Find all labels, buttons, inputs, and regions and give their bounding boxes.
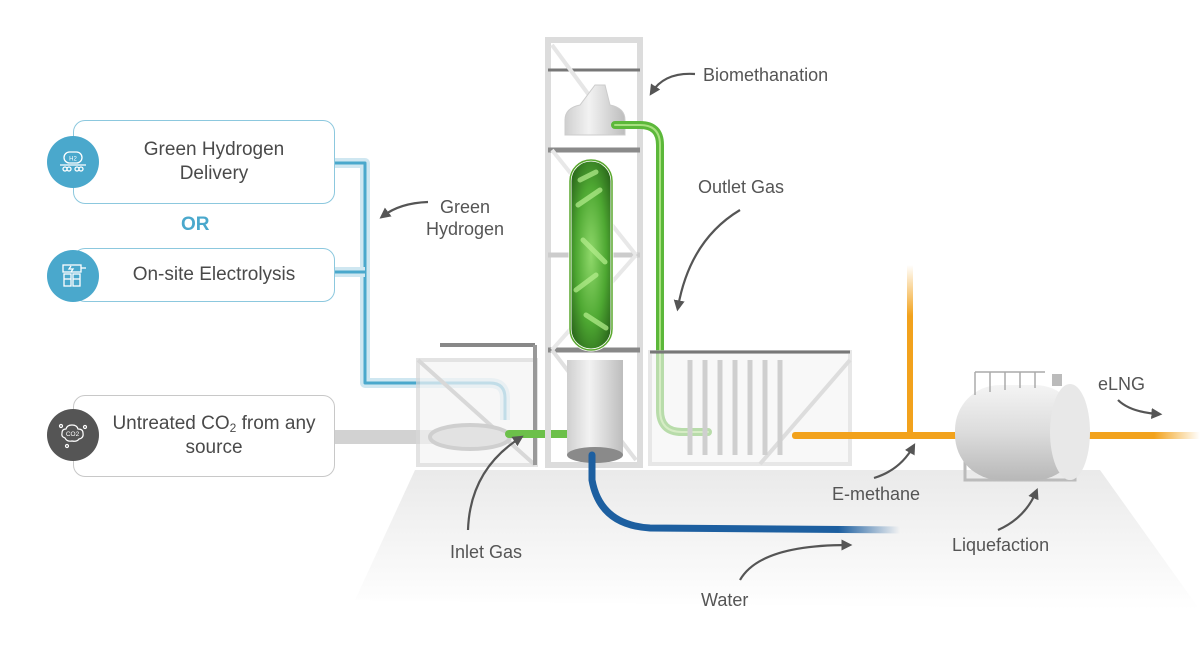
bioreactor-window	[568, 158, 614, 352]
e-methane-label: E-methane	[832, 484, 921, 504]
floor-shadow	[355, 470, 1200, 610]
inlet-gas-arrow	[466, 435, 524, 531]
outlet-gas-arrow	[673, 209, 741, 312]
liquefaction-arrow	[997, 487, 1039, 532]
liquefaction-label: Liquefaction	[952, 535, 1050, 555]
elng-label: eLNG	[1098, 374, 1146, 394]
hydrogen-tanker-icon: H2	[47, 136, 99, 188]
onsite-electrolysis-box: On-site Electrolysis	[73, 248, 335, 302]
e-methane-riser	[907, 265, 913, 435]
separation-skid	[648, 350, 852, 466]
biomethanation-label: Biomethanation	[703, 65, 829, 85]
annotation-arrows	[379, 72, 1163, 581]
biomethanation-arrow	[649, 72, 696, 96]
e-methane-pipe	[792, 432, 962, 439]
water-pipe	[588, 451, 904, 534]
e-methane-arrow	[873, 443, 916, 480]
green-hydrogen-delivery-label: Green Hydrogen Delivery	[143, 139, 285, 184]
water-label: Water	[701, 590, 749, 610]
electrolyzer-icon	[47, 250, 99, 302]
green-hydrogen-delivery-box: Green Hydrogen Delivery	[73, 120, 335, 204]
untreated-co2-label: Untreated CO2 from any source	[112, 413, 316, 458]
green-hydrogen-label: Green Hydrogen	[425, 197, 505, 239]
onsite-electrolysis-label: On-site Electrolysis	[132, 264, 296, 285]
liquefaction-tank	[955, 371, 1090, 482]
green-hydrogen-arrow	[379, 200, 429, 219]
svg-text:CO2: CO2	[66, 431, 80, 438]
or-separator: OR	[181, 214, 210, 235]
biomethanation-tower	[545, 37, 643, 468]
untreated-co2-box: Untreated CO2 from any source	[73, 395, 335, 477]
water-arrow	[739, 539, 853, 581]
elng-pipe	[1085, 432, 1200, 439]
inlet-skid	[416, 343, 538, 467]
svg-text:H2: H2	[69, 157, 77, 163]
co2-cloud-icon: CO2	[47, 409, 99, 461]
elng-arrow	[1117, 399, 1163, 420]
inlet-gas-label: Inlet Gas	[450, 542, 523, 562]
outlet-gas-label: Outlet Gas	[698, 177, 785, 197]
